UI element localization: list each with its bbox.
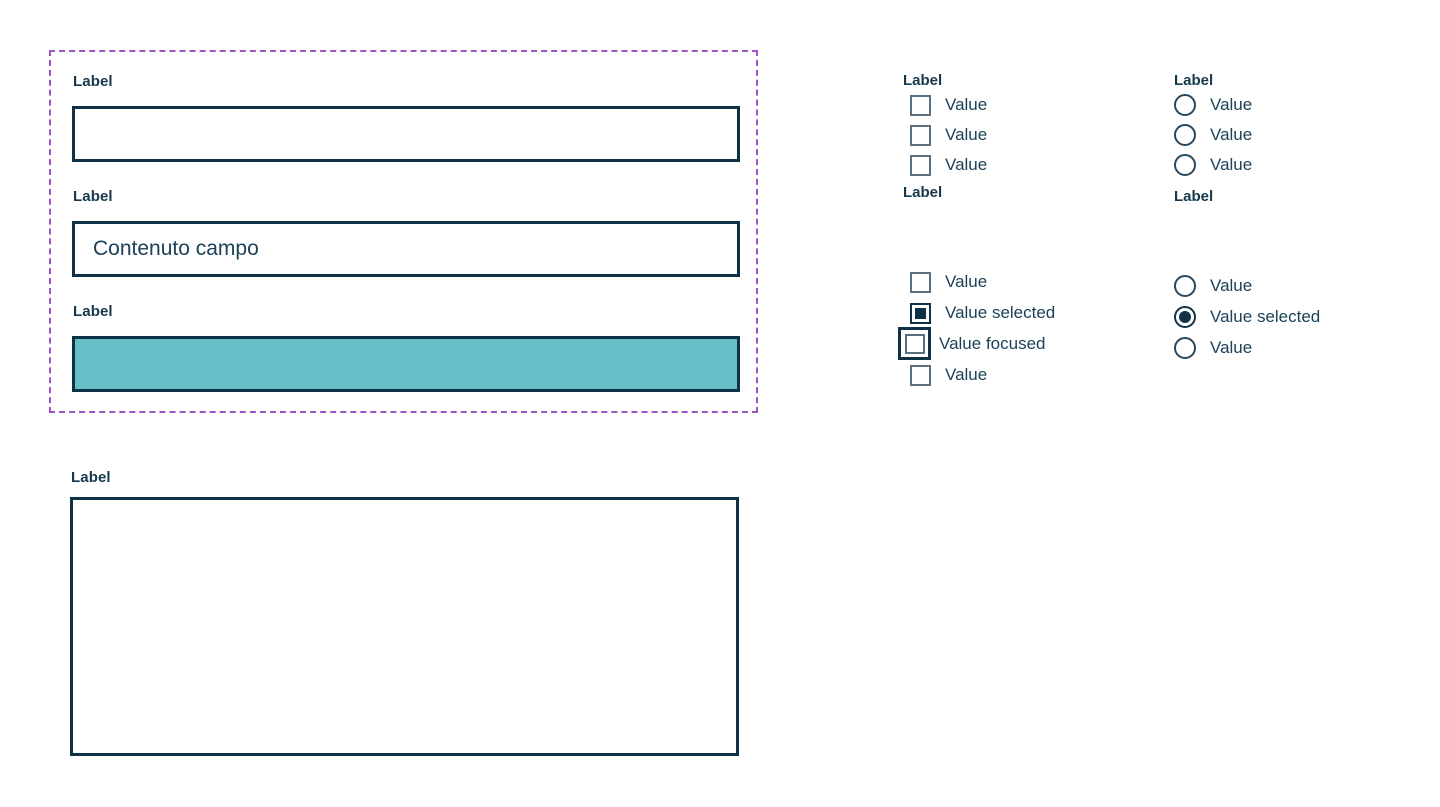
checkbox-row[interactable]: Value	[910, 364, 987, 386]
radio-label: Value	[1210, 276, 1253, 295]
radio-unselected-icon[interactable]	[1174, 94, 1196, 116]
checkbox-label: Value focused	[939, 333, 1046, 353]
text-input-filled-value: Contenuto campo	[93, 237, 259, 260]
checkbox-focused-icon[interactable]	[904, 333, 925, 354]
checkbox-group-one-label: Label	[903, 72, 943, 89]
checkbox-row[interactable]: Value	[910, 271, 987, 293]
checkbox-label: Value	[945, 365, 988, 384]
checkbox-row[interactable]: Value	[910, 94, 987, 116]
radio-label: Value	[1210, 338, 1253, 357]
checkbox-row[interactable]: Value	[910, 124, 987, 146]
checkbox-unchecked-icon[interactable]	[910, 124, 931, 146]
checkbox-row-selected[interactable]: Value selected	[910, 302, 1055, 324]
textarea-input[interactable]	[70, 497, 739, 756]
radio-selected-icon[interactable]	[1174, 306, 1196, 328]
radio-group-two-label: Label	[1174, 188, 1214, 205]
radio-unselected-icon[interactable]	[1174, 337, 1196, 359]
textarea-label: Label	[71, 469, 111, 486]
checkbox-unchecked-icon[interactable]	[910, 271, 931, 293]
text-input-highlighted[interactable]	[72, 336, 740, 392]
checkbox-unchecked-icon[interactable]	[910, 364, 931, 386]
radio-row[interactable]: Value	[1174, 124, 1252, 146]
radio-label: Value selected	[1210, 307, 1321, 326]
checkbox-label: Value	[945, 272, 988, 291]
checkbox-row-focused[interactable]: Value focused	[898, 327, 1046, 360]
checkbox-unchecked-icon[interactable]	[910, 94, 931, 116]
field-label-3: Label	[73, 303, 113, 320]
radio-label: Value	[1210, 155, 1253, 174]
radio-group-one-label: Label	[1174, 72, 1214, 89]
radio-label: Value	[1210, 95, 1253, 114]
radio-row[interactable]: Value	[1174, 275, 1252, 297]
text-fields-dashed-container: Label Label Contenuto campo Label	[49, 50, 758, 413]
radio-unselected-icon[interactable]	[1174, 154, 1196, 176]
text-input-filled[interactable]: Contenuto campo	[72, 221, 740, 277]
radio-row[interactable]: Value	[1174, 337, 1252, 359]
text-input-empty[interactable]	[72, 106, 740, 162]
radio-row[interactable]: Value	[1174, 94, 1252, 116]
checkbox-label: Value	[945, 125, 988, 144]
radio-unselected-icon[interactable]	[1174, 275, 1196, 297]
field-label-2: Label	[73, 188, 113, 205]
checkbox-label: Value selected	[945, 303, 1056, 322]
radio-label: Value	[1210, 125, 1253, 144]
checkbox-label: Value	[945, 95, 988, 114]
checkbox-label: Value	[945, 155, 988, 174]
radio-row-selected[interactable]: Value selected	[1174, 306, 1320, 328]
radio-unselected-icon[interactable]	[1174, 124, 1196, 146]
checkbox-focus-ring	[898, 327, 931, 360]
radio-row[interactable]: Value	[1174, 154, 1252, 176]
checkbox-row[interactable]: Value	[910, 154, 987, 176]
checkbox-checked-icon[interactable]	[910, 302, 931, 324]
checkbox-group-two-label: Label	[903, 184, 943, 201]
checkbox-unchecked-icon[interactable]	[910, 154, 931, 176]
field-label-1: Label	[73, 73, 113, 90]
